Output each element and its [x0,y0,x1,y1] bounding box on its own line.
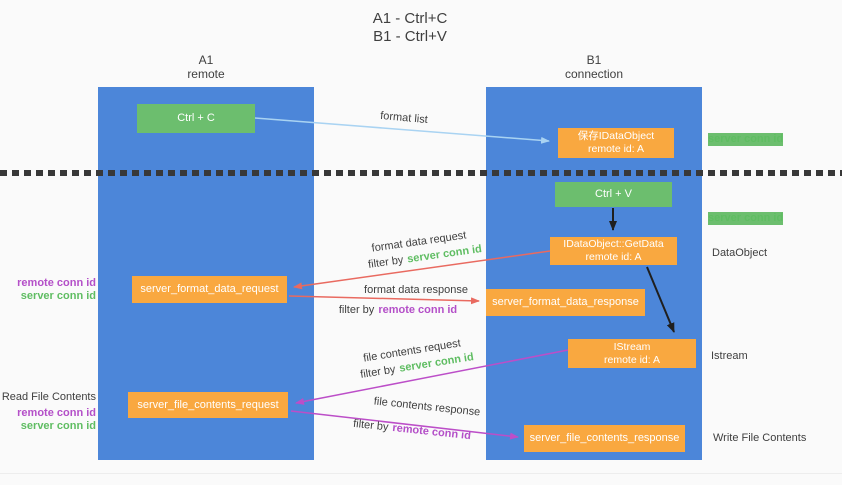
node-ctrl-c-label: Ctrl + C [177,112,215,124]
side-label-server-conn-id-top: server conn id [708,133,784,146]
arrow-label-format-data-response-text: format data response [364,284,468,296]
filter-prefix-3: filter by [359,363,397,381]
filter-prefix-1: filter by [367,254,405,271]
node-idataobject-getdata-line2: remote id: A [585,251,642,263]
column-header-b1: B1 connection [486,53,702,81]
filter-prefix-4: filter by [352,417,390,434]
node-server-file-contents-request-label: server_file_contents_request [137,398,279,411]
column-a-subtitle: remote [187,67,225,81]
filter-key-remote-conn-id-2: remote conn id [391,421,472,443]
left-conn-id-group-1: remote conn id server conn id [0,277,96,303]
node-ctrl-c: Ctrl + C [137,104,255,133]
column-a-id: A1 [198,53,214,67]
title-line-2: B1 - Ctrl+V [373,28,447,45]
node-idataobject-getdata: IDataObject::GetData remote id: A [550,237,677,265]
arrow-label-format-list-text: format list [379,109,429,127]
side-label-dataobject: DataObject [712,247,768,259]
node-server-format-data-request-label: server_format_data_request [140,283,279,295]
side-label-server-conn-id-mid: server conn id [708,212,784,225]
node-server-file-contents-response: server_file_contents_response [524,425,685,452]
node-server-format-data-response: server_format_data_response [486,289,645,316]
node-ctrl-v: Ctrl + V [555,182,672,207]
title-line-1: A1 - Ctrl+C [372,10,448,27]
arrow-format-data-response [288,295,480,305]
machine-boundary-dashed-line [0,170,842,176]
side-label-server-conn-id-1: server conn id [20,290,96,302]
side-label-read-file-contents: Read File Contents [1,391,96,403]
side-label-server-conn-id-2: server conn id [20,420,96,432]
node-save-idataobject-line2: remote id: A [587,143,645,155]
column-b-id: B1 [586,53,602,67]
page-bottom-rule [0,473,842,474]
arrow-label-file-contents-response: file contents response [373,395,481,418]
node-ctrl-v-label: Ctrl + V [595,188,632,200]
arrow-label-format-data-response: format data response [364,284,468,296]
node-istream-line2: remote id: A [603,353,661,366]
node-save-idataobject-line1: 保存IDataObject [577,130,655,142]
diagram-title: A1 - Ctrl+C B1 - Ctrl+V [373,10,448,46]
column-header-a1: A1 remote [98,53,314,81]
filter-prefix-2: filter by [338,304,375,316]
node-server-format-data-request: server_format_data_request [132,276,287,303]
node-server-file-contents-request: server_file_contents_request [128,392,288,418]
column-b-subtitle: connection [564,67,624,81]
node-istream: IStream remote id: A [568,339,696,368]
node-server-format-data-response-label: server_format_data_response [492,296,639,308]
side-label-write-file-contents: Write File Contents [713,432,807,444]
node-save-idataobject: 保存IDataObject remote id: A [558,128,674,158]
node-istream-line1: IStream [613,340,651,353]
arrow-label-format-list: format list [380,110,429,126]
left-conn-id-group-2: remote conn id server conn id [0,407,96,433]
side-label-remote-conn-id-2: remote conn id [17,407,96,419]
node-server-file-contents-response-label: server_file_contents_response [529,432,680,444]
side-label-remote-conn-id-1: remote conn id [17,277,96,289]
node-idataobject-getdata-line1: IDataObject::GetData [563,238,664,250]
filter-key-remote-conn-id-1: remote conn id [378,304,458,316]
side-label-istream: Istream [711,350,748,362]
arrow-label-file-contents-response-text: file contents response [373,395,481,419]
